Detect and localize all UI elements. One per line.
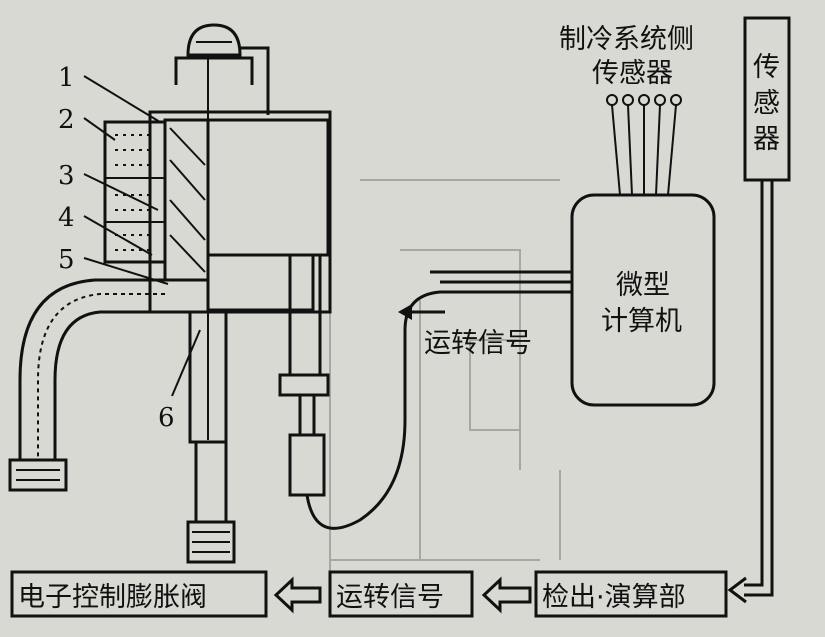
- label-computer-line2: 计算机: [601, 306, 682, 337]
- part-number-3: 3: [58, 161, 75, 191]
- lower-fitting: [186, 520, 236, 564]
- valve-box: [10, 570, 268, 618]
- sensor-arrow-outer: [744, 180, 764, 587]
- sensor-box: [743, 16, 791, 182]
- hollow-arrow-2: [273, 576, 322, 614]
- expansion-valve-drawing: [8, 23, 572, 564]
- hollow-arrow-1: [481, 576, 532, 614]
- label-sensor-char1: 传: [753, 52, 780, 83]
- outlet-fitting: [8, 458, 68, 492]
- background-showthrough: [329, 179, 561, 600]
- part-number-1: 1: [58, 63, 75, 93]
- sensor-arrow-inner: [744, 180, 774, 597]
- detect-compute-box: [534, 570, 728, 618]
- part-number-6: 6: [158, 403, 175, 433]
- label-sensor-char3: 器: [753, 124, 780, 155]
- sensor-arrow-head: [727, 576, 747, 604]
- run-signal-arrow: [398, 304, 412, 320]
- wire-plug: [288, 433, 326, 497]
- label-run-signal-upper: 运转信号: [424, 328, 532, 359]
- part-number-2: 2: [58, 105, 75, 135]
- part-number-5: 5: [58, 245, 75, 275]
- label-detect-compute: 检出·演算部: [542, 582, 686, 613]
- label-refrigeration-sensor-line1: 制冷系统侧: [559, 24, 694, 55]
- sensor-terminals: [606, 94, 682, 196]
- label-sensor-char2: 感: [753, 88, 780, 119]
- coil-windings: [103, 120, 167, 264]
- run-signal-box: [328, 570, 474, 618]
- part-number-4: 4: [58, 203, 75, 233]
- part-leaders: [83, 75, 201, 397]
- label-computer-line1: 微型: [616, 270, 670, 301]
- valve-housing: [148, 110, 332, 314]
- label-valve-box: 电子控制膨胀阀: [18, 582, 207, 613]
- label-refrigeration-sensor-line2: 传感器: [592, 58, 673, 89]
- label-run-signal-box: 运转信号: [336, 582, 444, 613]
- microcomputer-box: [570, 193, 716, 407]
